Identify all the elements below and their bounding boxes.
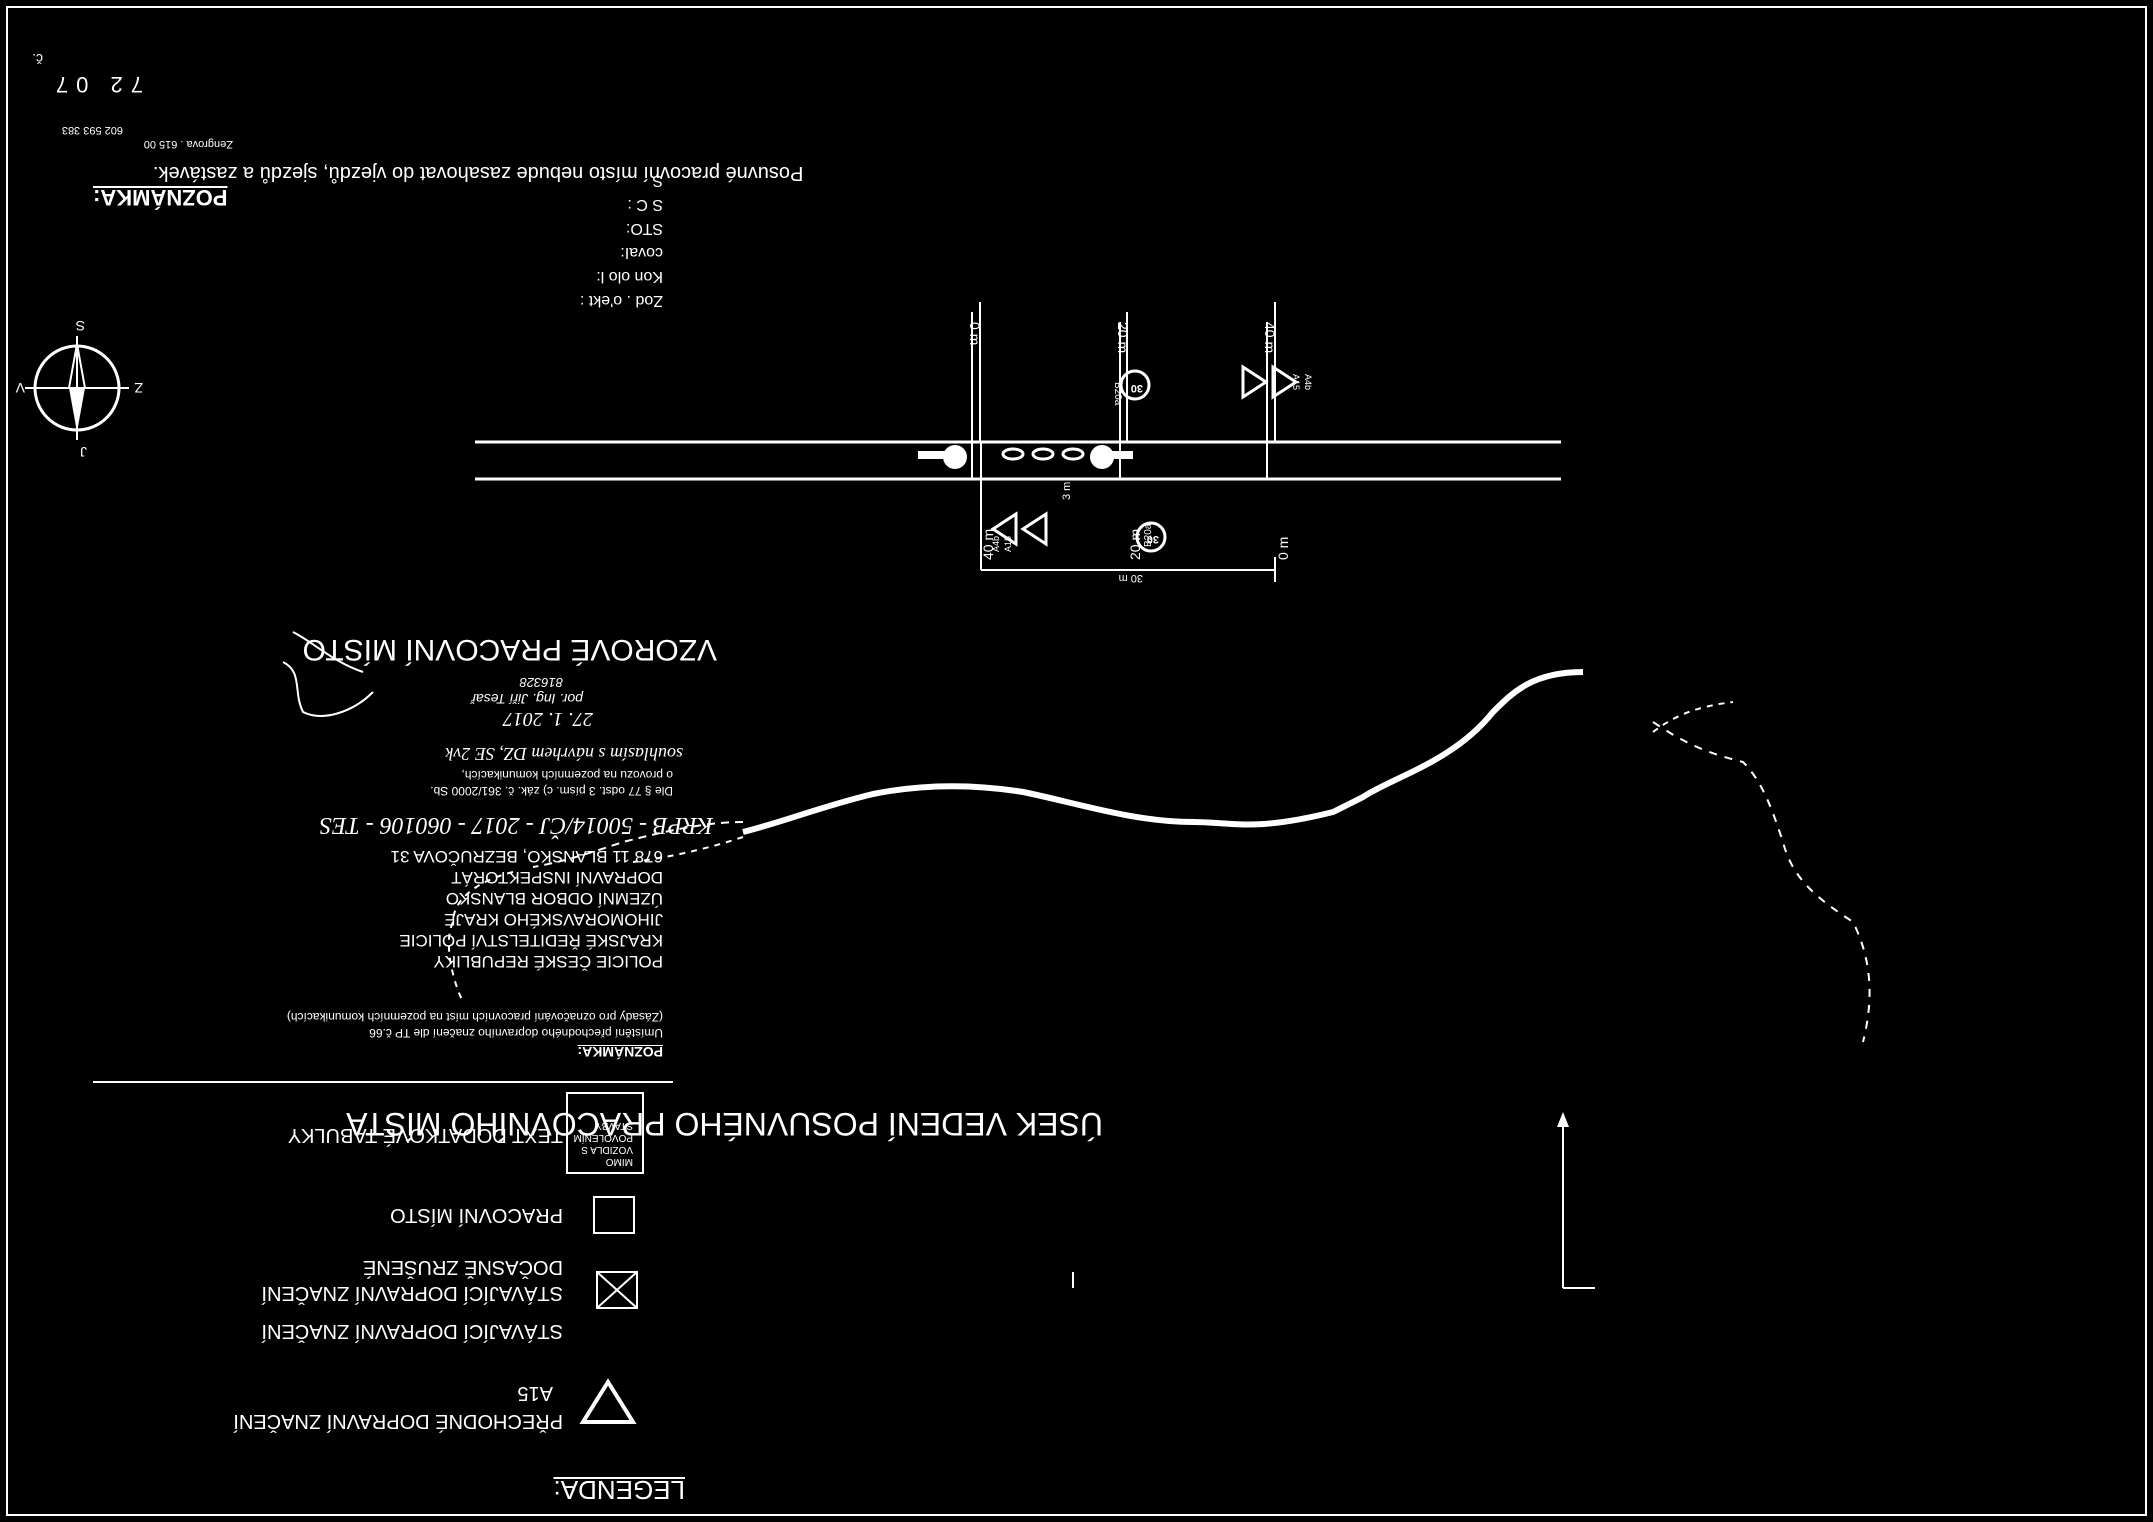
- tb-row-5: S C :: [627, 196, 663, 213]
- sheet-number: č.: [32, 51, 43, 67]
- tb-row-1: Zod . o'ekt :: [579, 292, 663, 309]
- top-sign-group: [1119, 364, 1299, 401]
- work-zone-markers: [918, 445, 1133, 469]
- drawing-number: 72 07: [47, 72, 143, 97]
- compass-s: S: [75, 318, 85, 334]
- title-block: Zod . o'ekt : Kon olo l: covaI: STO: S C…: [580, 168, 663, 312]
- company-address: Zengrova . 615 00: [143, 138, 233, 150]
- route-line: [742, 669, 1584, 835]
- company-phone: 602 593 383: [61, 124, 123, 136]
- compass-w: Z: [134, 380, 143, 396]
- compass-icon: [25, 336, 129, 440]
- compass-e: V: [15, 380, 25, 396]
- tb-row-6: S: [652, 172, 663, 189]
- tb-row-2: Kon olo l:: [596, 268, 663, 285]
- compass-n: J: [80, 444, 87, 460]
- bottom-sign-group: [990, 511, 1167, 553]
- legend-symbols: [566, 1092, 644, 1424]
- tb-row-4: STO:: [625, 220, 663, 237]
- tb-row-3: covaI:: [620, 244, 663, 261]
